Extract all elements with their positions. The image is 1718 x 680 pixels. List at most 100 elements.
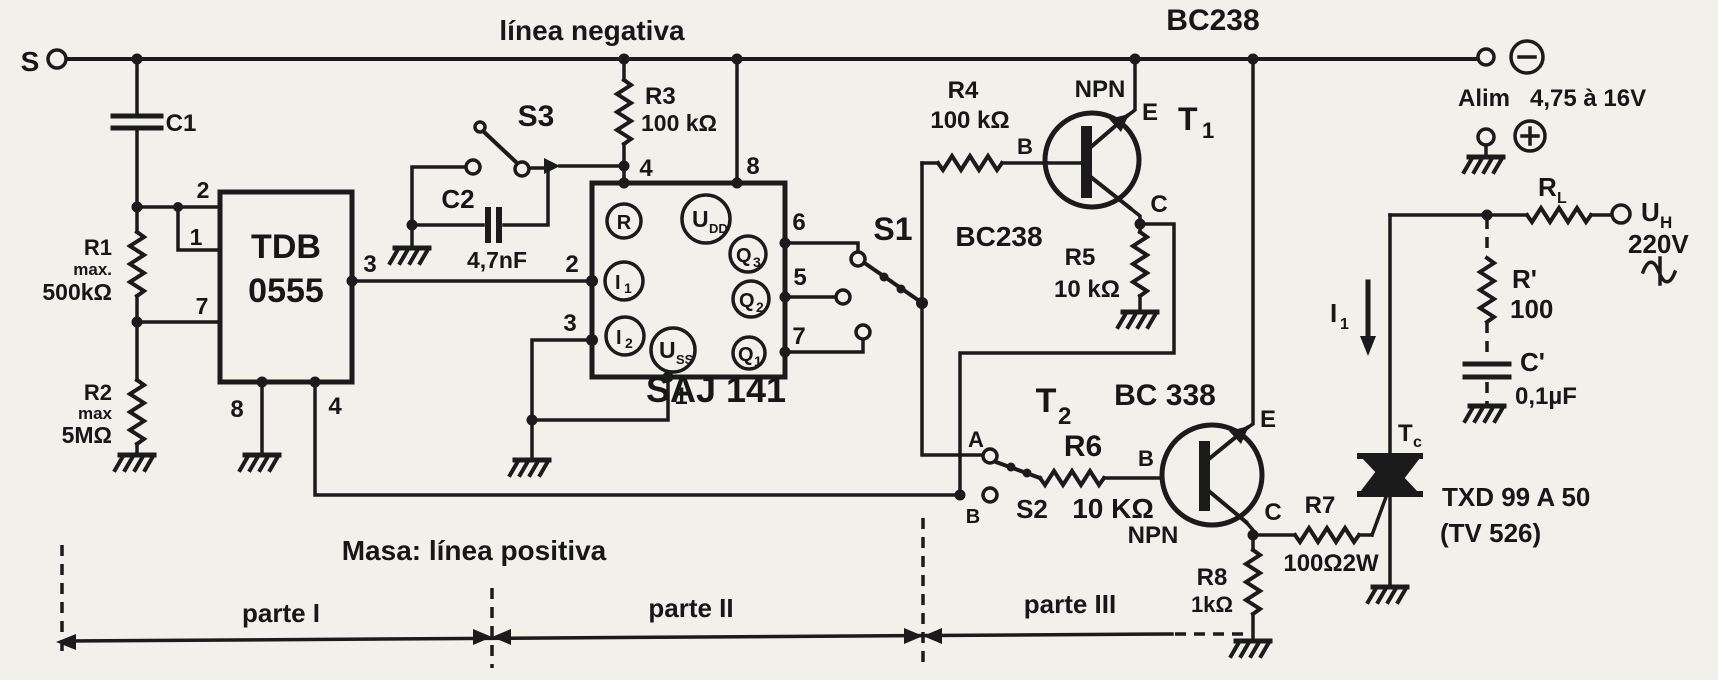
uh-label-sub: H	[1660, 213, 1672, 232]
input-label: S	[21, 46, 40, 77]
r1-value: 500kΩ	[42, 279, 112, 305]
r4-value: 100 kΩ	[930, 107, 1009, 134]
parte3-label: parte III	[1024, 589, 1116, 619]
r1-qualifier: max.	[73, 260, 112, 279]
resistor-r8: R8 1kΩ	[1191, 533, 1270, 656]
negative-rail: S línea negativa BC238	[21, 4, 1480, 77]
t2-type-label: NPN	[1128, 522, 1179, 549]
input-terminal	[46, 48, 68, 70]
ic1-pin1-label: 1	[190, 224, 203, 250]
t1-emitter-label: E	[1142, 99, 1158, 126]
r5-value: 10 kΩ	[1054, 276, 1120, 303]
ic1-name-line2: 0555	[248, 272, 324, 310]
t2-base-label: B	[1138, 446, 1154, 471]
t1-collector-label: C	[1150, 191, 1167, 218]
triac-alt-part-label: (TV 526)	[1440, 518, 1541, 548]
switch-s3: S3 C2 4,7nF	[390, 100, 626, 273]
s1-label: S1	[873, 211, 912, 247]
t1-type-label: NPN	[1075, 76, 1126, 103]
ic2-pin5-label: 5	[793, 264, 806, 291]
s3-arm-tip	[473, 120, 487, 134]
resistor-r6: R6 10 KΩ	[1037, 430, 1164, 524]
junction-dots	[131, 53, 1493, 541]
supply-pos-terminal	[1476, 127, 1496, 147]
t1-base-label: B	[1017, 134, 1033, 159]
ic2-cell-i2: I	[616, 327, 622, 349]
rl-label-sub: L	[1557, 190, 1567, 207]
ic2-pin6-label: 6	[792, 209, 805, 236]
load-branch: R L U H 220V	[1388, 172, 1689, 286]
t1-part-label: BC238	[955, 221, 1042, 252]
ic2-cell-q1-sub: 1	[754, 353, 762, 369]
s2-label: S2	[1016, 494, 1048, 524]
current-i1-arrow: I 1	[1330, 279, 1376, 356]
ic2-cell-q2-sub: 2	[756, 299, 764, 315]
s2-a-label: A	[968, 427, 984, 452]
transistor-t2: T 2 BC 338 B E C NPN	[1036, 57, 1282, 549]
ac-symbol	[1640, 256, 1678, 286]
s3-contact-left	[464, 158, 482, 176]
snubber-branch: R' 100 C' 0,1µF	[1462, 218, 1577, 421]
resistor-r7: R7 100Ω2W	[1251, 492, 1389, 577]
r1-label: R1	[84, 235, 112, 260]
transistor-t1: B NPN E C T 1 BC238	[955, 57, 1214, 252]
s3-label: S3	[518, 100, 555, 133]
r2-value: 5MΩ	[62, 422, 112, 448]
i1-label: I	[1330, 298, 1337, 328]
ic2-pin8-label: 8	[746, 153, 759, 180]
s1-contact-q1	[854, 323, 872, 341]
c2-value: 4,7nF	[467, 247, 527, 273]
resistor-r3: R3 100 kΩ	[613, 57, 717, 185]
r2-label: R2	[84, 380, 112, 405]
s1-contact-q2	[834, 288, 852, 306]
triac-tc: T c TXD 99 A 50 (TV 526)	[1357, 213, 1590, 602]
c-prime-value: 0,1µF	[1515, 383, 1577, 410]
s1-contact-q3	[849, 250, 867, 268]
resistor-r4: R4 100 kΩ	[920, 77, 1049, 174]
c2-label: C2	[441, 184, 474, 214]
r6-label: R6	[1064, 430, 1102, 463]
t1-label-sub: 1	[1202, 118, 1214, 143]
supply-neg-terminal	[1476, 47, 1496, 67]
r6-value: 10 KΩ	[1072, 493, 1154, 524]
section-dividers: Masa: línea positiva parte I parte II pa…	[56, 518, 1248, 668]
i1-label-sub: 1	[1340, 316, 1349, 333]
t2-collector-label: C	[1264, 499, 1281, 526]
ic2-pin2-label: 2	[565, 251, 578, 278]
s2-contact-b	[981, 486, 999, 504]
ic1-pin7-label: 7	[196, 293, 209, 319]
ic2-pin3-label: 3	[563, 310, 576, 337]
t2-part-label: BC 338	[1114, 379, 1216, 412]
ic2-cell-q2: Q	[739, 290, 755, 312]
s2-b-label: B	[966, 506, 980, 528]
parte1-label: parte I	[242, 598, 320, 628]
ic1-pin3-label: 3	[363, 251, 376, 278]
t1-label: T	[1178, 101, 1198, 137]
ic2-pin7-label: 7	[792, 323, 805, 350]
t2-label: T	[1036, 382, 1057, 420]
rl-label: R	[1538, 172, 1557, 202]
ic2-cell-i1-sub: 1	[624, 280, 632, 296]
r-prime-value: 100	[1510, 294, 1553, 324]
s3-contact-right	[513, 160, 531, 178]
r8-value: 1kΩ	[1191, 592, 1233, 617]
negative-rail-label: línea negativa	[499, 15, 685, 46]
r8-label: R8	[1197, 564, 1228, 591]
triac-label: T	[1398, 420, 1413, 447]
ic2-pin4-label: 4	[639, 155, 653, 182]
ic2-pin1-label: 1	[674, 383, 687, 410]
ic2-cell-udd: U	[692, 206, 709, 232]
alim-range: 4,75 à 16V	[1530, 85, 1646, 112]
triac-label-sub: c	[1413, 434, 1422, 451]
c1-label: C1	[166, 110, 197, 137]
ic1-pin8-label: 8	[230, 396, 243, 423]
resistor-r1: R1 max. 500kΩ	[42, 229, 222, 382]
ic2-cell-r: R	[617, 212, 632, 234]
switch-s2: A B S2	[966, 427, 1048, 528]
r2-qualifier: max	[78, 404, 113, 423]
uh-label: U	[1641, 197, 1660, 227]
r3-value: 100 kΩ	[641, 110, 717, 136]
ic2-cell-q1: Q	[738, 344, 754, 366]
